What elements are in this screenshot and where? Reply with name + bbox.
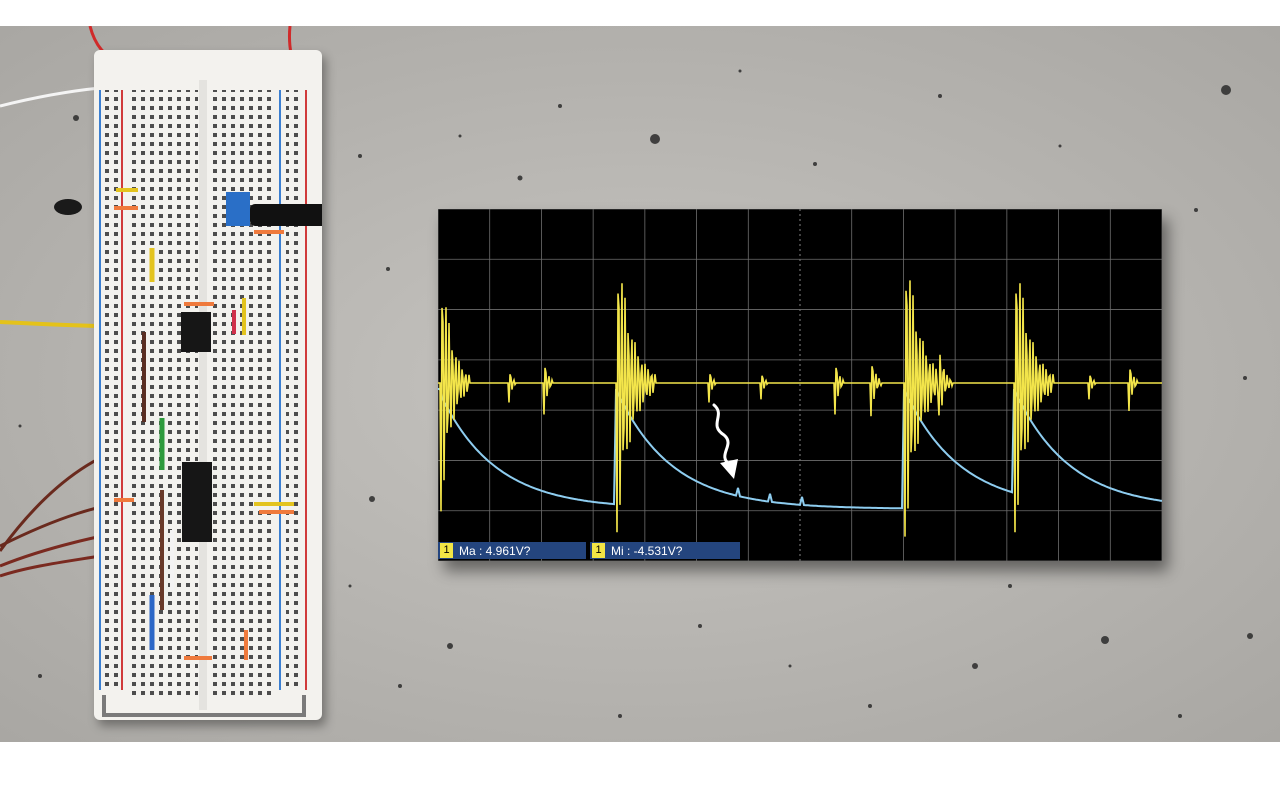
breadboard bbox=[94, 50, 322, 720]
photo: 1 Ma : 4.961V? 1 Mi : -4.531V? bbox=[0, 26, 1280, 742]
measurement-max-label: Ma : 4.961V? bbox=[459, 543, 531, 558]
channel1-trace bbox=[438, 280, 1162, 537]
scope-waveforms bbox=[438, 209, 1162, 561]
measurement-min-label: Mi : -4.531V? bbox=[611, 543, 683, 558]
measurement-max: 1 Ma : 4.961V? bbox=[438, 542, 586, 559]
arrow-annotation-icon bbox=[712, 403, 732, 467]
measurement-min: 1 Mi : -4.531V? bbox=[590, 542, 740, 559]
arrow-annotation-icon bbox=[720, 459, 738, 479]
channel-badge: 1 bbox=[592, 543, 605, 558]
oscilloscope-screen: 1 Ma : 4.961V? 1 Mi : -4.531V? bbox=[438, 209, 1162, 561]
channel-badge: 1 bbox=[440, 543, 453, 558]
channel2-trace bbox=[438, 388, 1162, 510]
